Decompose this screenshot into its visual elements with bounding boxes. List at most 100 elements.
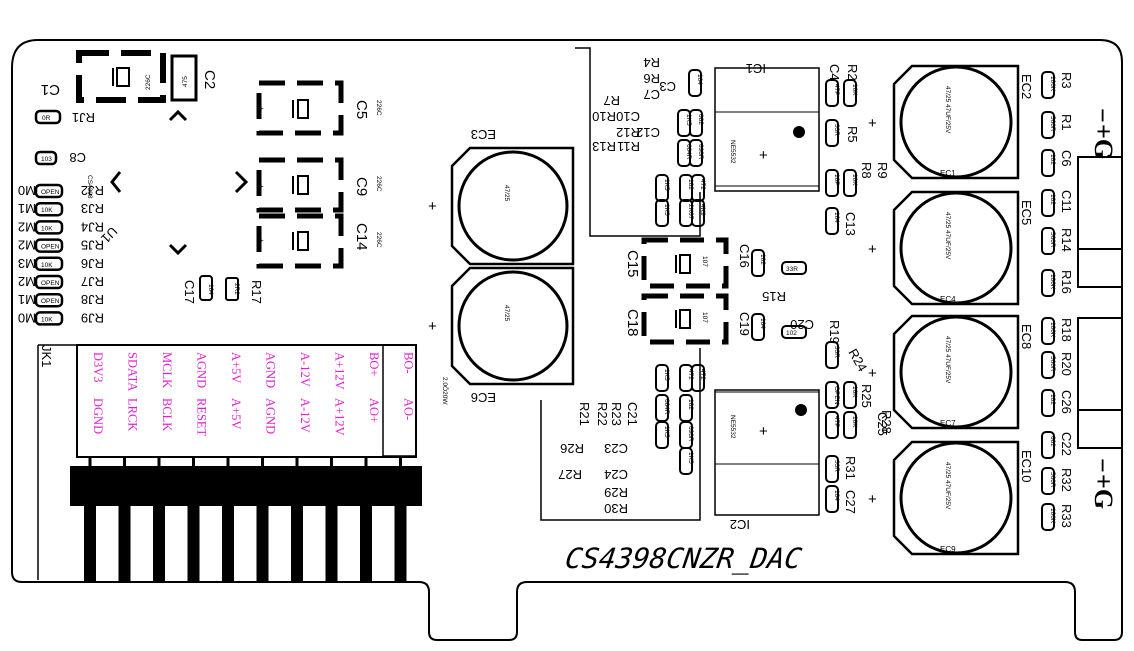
smd-value: 560R [1049, 356, 1056, 372]
smd-value: 1K5 [687, 452, 694, 464]
smd-part: 33R [825, 341, 840, 369]
ref-designator: R32 [1059, 468, 1074, 492]
ref-designator: C3 [659, 79, 676, 94]
connector-pin [84, 506, 96, 582]
ref-designator: R23 [609, 402, 624, 426]
smd-value: 698R [697, 144, 704, 160]
svg-text:CS4398: CS4398 [86, 175, 93, 199]
ref-designator: R6 [643, 71, 660, 86]
c1-label: C1 [41, 81, 60, 98]
smd-value: 698R [687, 426, 694, 442]
c8: 103 C8 [34, 150, 86, 166]
svg-text:226C: 226C [375, 232, 382, 248]
mode-ref: RJ4 [81, 219, 104, 234]
smd-part: 1K5 [655, 421, 670, 449]
smd-part: 10K [843, 79, 858, 107]
mode-ref: RJ8 [81, 292, 104, 307]
ref-designator: R3 [1059, 72, 1074, 89]
mode-ref: RJ3 [81, 201, 104, 216]
pin-label-top: A-12V [298, 352, 312, 387]
connector-pin [118, 506, 131, 582]
smd-part: 560R [1041, 227, 1056, 255]
smd-part: 10P [825, 169, 840, 197]
smd-value: 2K67 [687, 204, 694, 220]
smd-part: 682 [1041, 431, 1056, 459]
smd-value: OPEN [833, 386, 840, 405]
ec-ref: EC9 [940, 545, 956, 554]
smd-part: 100K [1041, 317, 1056, 345]
mode-label: M0 [18, 183, 36, 198]
jk1-connector: JK1 D3V3DGNDSDATALRCKMCLKBCLKAGNDRESETA+… [37, 344, 422, 582]
smd-value: 682 [697, 114, 704, 125]
pin-label-bottom: A+12V [333, 398, 347, 436]
smd-value: 472 [687, 369, 694, 380]
mode-ref: RJ5 [81, 238, 104, 253]
connector-pin [256, 506, 269, 582]
smd-value: 33R [833, 124, 840, 136]
ec-ref: EC4 [940, 295, 956, 304]
svg-text:2R2: 2R2 [233, 283, 240, 295]
ref-designator: R29 [604, 485, 628, 500]
mode-label: M2 [18, 238, 36, 253]
ref-designator: C11 [1059, 190, 1074, 213]
cap-c2: 475 C2 [170, 54, 218, 102]
board-outline [11, 39, 1123, 641]
ref-designator: R9 [875, 162, 890, 179]
svg-text:107: 107 [701, 312, 708, 323]
ref-designator: R1 [1059, 114, 1074, 131]
smd-part: 47P [825, 411, 840, 439]
connector-pin [153, 506, 165, 582]
svg-text:JK1: JK1 [39, 345, 54, 367]
pin-label-bottom: AO+ [367, 398, 381, 423]
svg-text:NE5532: NE5532 [729, 415, 736, 439]
ref-designator: R28 [879, 410, 894, 434]
pin-label-bottom: A+5V [229, 398, 243, 429]
ref-designator: R10 [592, 109, 616, 124]
svg-text:+: + [759, 147, 768, 164]
ref-designator: C24 [604, 467, 628, 482]
smd-value: 33R [786, 266, 798, 273]
svg-text:+G: +G [1089, 124, 1118, 159]
svg-text:C9: C9 [353, 177, 370, 196]
svg-text:EC3: EC3 [471, 127, 496, 142]
smd-part: 1K5 [655, 174, 670, 202]
smd-part: 682 [689, 109, 704, 137]
ec-side-label: EC8 [1019, 324, 1034, 349]
ref-designator: C4 [827, 64, 842, 81]
smd-value: 560R [1049, 232, 1056, 248]
smd-part: 104 [751, 313, 766, 341]
smd-part: 102 [751, 249, 766, 277]
svg-text:NE5532: NE5532 [729, 140, 736, 164]
smd-part: 10K [843, 411, 858, 439]
ec-value: 47/25 47UF/25V [944, 86, 951, 134]
smd-part: 104 [688, 69, 703, 97]
smd-value: 100K [1049, 274, 1056, 290]
connector-pin [325, 506, 338, 582]
smd-value: 10K [851, 386, 858, 398]
ref-designator: R7 [603, 93, 620, 108]
smd-part: 4K9 [691, 199, 706, 227]
smd-value: 1K5 [663, 179, 670, 191]
smd-part: 1K5 [679, 447, 694, 475]
svg-text:103: 103 [41, 156, 52, 163]
smd-part: 10K [843, 169, 858, 197]
smd-part: 47P [825, 79, 840, 107]
smd-value: 102 [1049, 154, 1056, 165]
pin-label-bottom: A-12V [298, 398, 312, 433]
ref-designator: R13 [592, 139, 616, 154]
cap-c14: + C14 226C [256, 213, 382, 269]
pin-label-top: MCLK [160, 352, 174, 388]
ec-side-label: EC2 [1019, 74, 1034, 99]
svg-text:+: + [759, 423, 768, 440]
cap-c1: 226C C1 [41, 50, 166, 103]
mode-ref: RJ2 [81, 183, 104, 198]
ref-designator: R12 [616, 125, 640, 140]
smd-part: 560R [1041, 111, 1056, 139]
smd-part: 182 [679, 394, 694, 422]
smd-part: 1K5 [655, 364, 670, 392]
